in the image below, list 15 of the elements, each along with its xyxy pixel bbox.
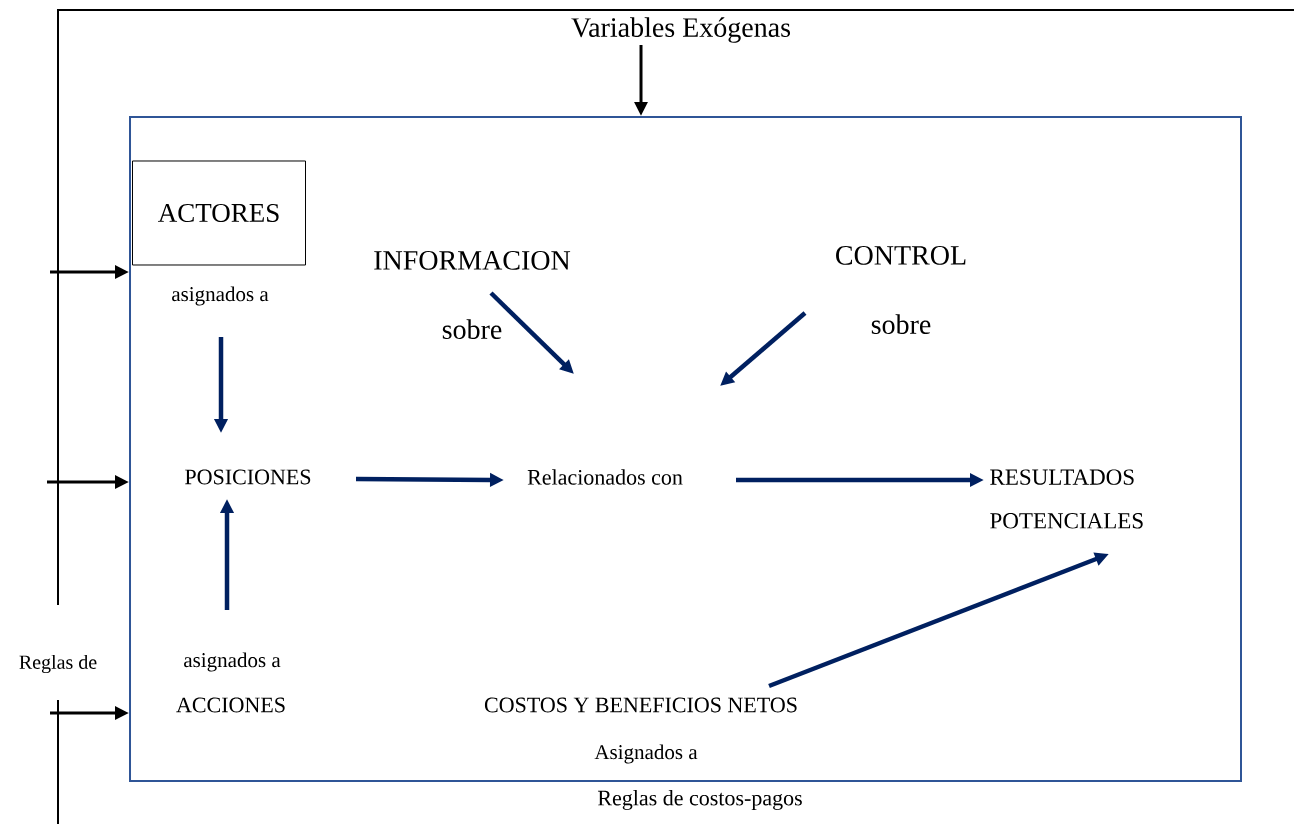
concept-text: INFORMACION sobre xyxy=(374,251,571,339)
relation-text: Relacionados con xyxy=(527,469,683,485)
concept-text: POSICIONES xyxy=(185,469,311,485)
caption-text: asignados a xyxy=(184,652,281,672)
concept-text: ACCIONES xyxy=(176,697,285,713)
heading-text: Variables Exógenas xyxy=(571,17,791,43)
caption-text: asignados a xyxy=(172,286,269,306)
frame-box xyxy=(129,116,1242,782)
note-text: Reglas de xyxy=(19,654,97,674)
concept-text: RESULTADOS POTENCIALES xyxy=(990,469,1143,529)
concept-text: COSTOS Y BENEFICIOS NETOS xyxy=(484,697,797,713)
process-box: ACTORES xyxy=(132,160,306,266)
concept-text: CONTROL sobre xyxy=(836,246,966,334)
caption-text: Asignados a xyxy=(594,744,698,764)
note-text: Reglas de costos-pagos xyxy=(598,790,802,810)
